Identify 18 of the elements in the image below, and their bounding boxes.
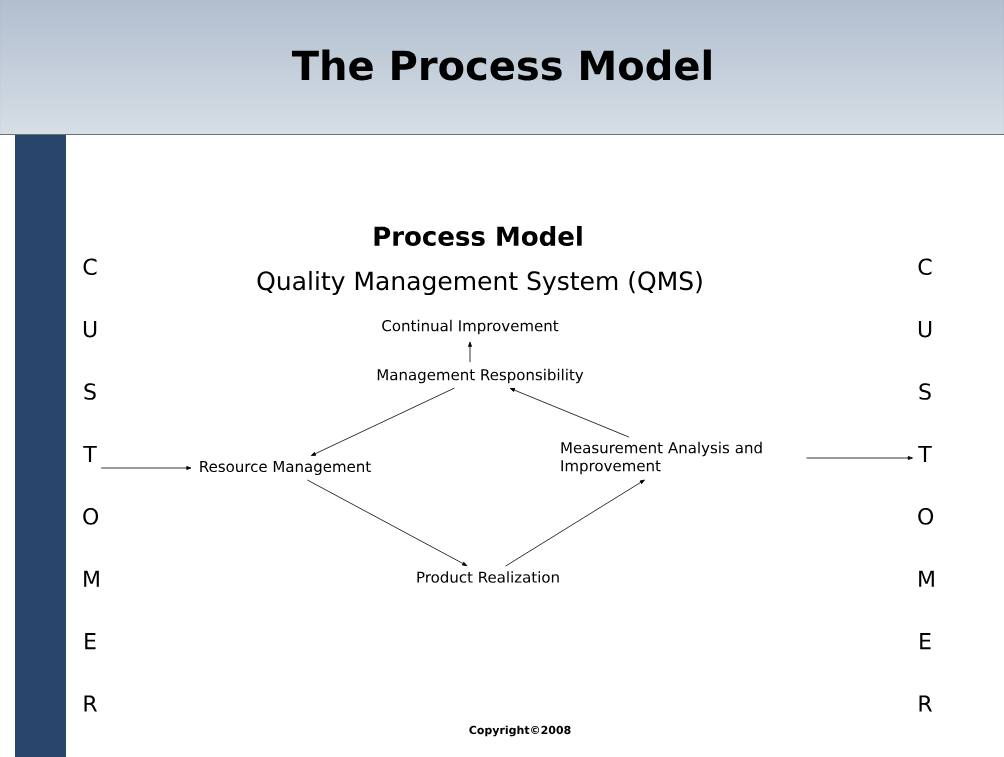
arrow: [468, 341, 472, 363]
arrow: [310, 387, 455, 456]
subtitle: Quality Management System (QMS): [257, 270, 702, 296]
process-label: Continual Improvement: [382, 319, 559, 335]
process-label: Management Responsibility: [377, 368, 584, 384]
vertical-word: C U S T O M E R: [83, 258, 99, 712]
vertical-word: C U S T O M E R: [918, 258, 934, 712]
arrow: [509, 388, 630, 438]
process-label: Measurement Analysis and Improvement: [561, 441, 762, 475]
arrow: [505, 479, 645, 567]
process-label: Product Realization: [417, 571, 559, 583]
arrow: [806, 456, 913, 460]
arrow: [100, 466, 192, 470]
copyright-note: Copyright©2008: [469, 725, 571, 737]
process-label: Resource Management: [200, 460, 371, 475]
arrow: [306, 479, 468, 567]
slide-title: The Process Model: [291, 49, 711, 81]
subtitle: Process Model: [374, 225, 582, 247]
